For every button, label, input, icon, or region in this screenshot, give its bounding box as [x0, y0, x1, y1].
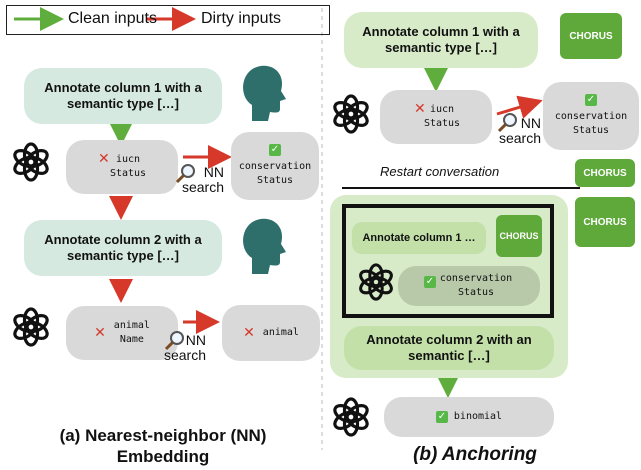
anchored-result: ✓ conservation Status: [398, 266, 540, 306]
check-icon: ✓: [435, 411, 448, 423]
legend-box: [6, 5, 330, 35]
cross-icon: ✕: [98, 151, 110, 167]
openai-logo-icon: [333, 397, 369, 437]
cross-icon: ✕: [243, 325, 255, 341]
final-result: ✓ binomial: [384, 397, 554, 437]
anchored-prompt: Annotate column 1 …: [352, 222, 486, 254]
result1-a: ✓ conservation Status: [231, 132, 319, 200]
caption-a: (a) Nearest-neighbor (NN) Embedding: [59, 426, 267, 466]
human-head-icon: [243, 218, 286, 274]
cross-icon: ✕: [414, 101, 426, 117]
openai-logo-icon: [359, 263, 393, 301]
human-head-icon: [243, 65, 286, 121]
nn-search-label-b: NN search: [498, 115, 541, 146]
anchored-context-box: [342, 204, 554, 318]
openai-logo-icon: [333, 94, 369, 134]
arrow-b2: [496, 95, 543, 119]
chorus-badge: CHORUS: [575, 197, 635, 247]
chorus-badge: CHORUS: [496, 215, 542, 257]
check-icon: ✓: [585, 94, 597, 106]
column1-value-a: ✕ iucn Status: [66, 140, 178, 194]
magnifier-icon: [175, 164, 195, 184]
legend-clean-label: Clean inputs: [68, 10, 157, 27]
prompt-b1: Annotate column 1 with a semantic type […: [344, 12, 538, 68]
nn-search-label-a2: NN search: [163, 332, 206, 363]
prompt-b2: Annotate column 2 with an semantic […]: [344, 326, 554, 370]
openai-logo-icon: [13, 142, 49, 182]
magnifier-icon: [497, 113, 517, 133]
prompt-a1: Annotate column 1 with a semantic type […: [24, 68, 222, 124]
result1-b: ✓ conservation Status: [543, 82, 639, 150]
chorus-badge: CHORUS: [575, 159, 635, 187]
check-icon: ✓: [424, 276, 436, 288]
magnifier-icon: [164, 331, 184, 351]
column1-value-b: ✕ iucn Status: [380, 90, 492, 144]
legend-dirty-label: Dirty inputs: [201, 10, 282, 27]
result2-a: ✕ animal: [222, 305, 320, 361]
prompt-a2: Annotate column 2 with a semantic type […: [24, 220, 222, 276]
restart-conversation-label: Restart conversation: [380, 164, 500, 179]
column2-value-a: ✕ animal Name: [66, 306, 178, 360]
caption-b: (b) Anchoring: [413, 444, 537, 465]
check-icon: ✓: [269, 144, 281, 156]
openai-logo-icon: [13, 307, 49, 347]
cross-icon: ✕: [94, 325, 106, 341]
chorus-badge: CHORUS: [560, 13, 622, 59]
nn-search-label-a1: NN search: [181, 164, 224, 195]
